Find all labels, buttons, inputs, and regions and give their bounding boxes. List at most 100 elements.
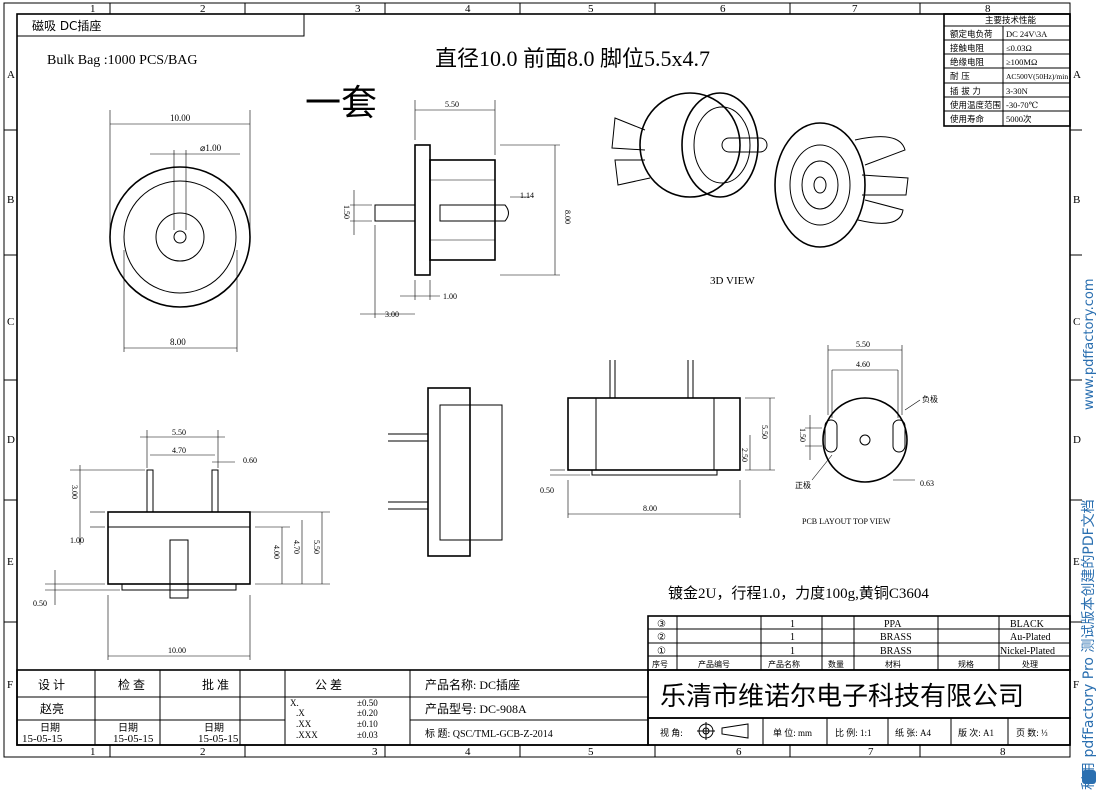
bom-rows-1-finish: Au-Plated	[1010, 632, 1051, 643]
grid-rows-4: E	[7, 556, 14, 568]
grid-columns-4: 5	[588, 3, 594, 15]
dims-side_h: 8.00	[563, 210, 572, 224]
footer-pages: 页 数: ⅓	[1016, 727, 1048, 738]
footer-revision: 版 次: A1	[958, 727, 994, 738]
titleblock-date_label: 日期	[118, 722, 138, 734]
dims-bl_550v: 5.50	[312, 540, 321, 554]
grid-rows-5: F	[1073, 679, 1079, 691]
grid-columns-1: 2	[200, 746, 206, 758]
dims-front_inner: 8.00	[170, 337, 186, 347]
bom-headers-5: 规格	[958, 659, 974, 669]
bom-headers-0: 序号	[652, 659, 668, 669]
specs-rows-6-k: 使用寿命	[950, 114, 985, 125]
bom-rows-0-no: ③	[657, 619, 666, 630]
specs-title: 主要技术性能	[985, 15, 1037, 26]
bom-headers-4: 材料	[885, 659, 901, 669]
bom-rows-2-mat: BRASS	[880, 646, 912, 657]
plating-note: 镀金2U，行程1.0，力度100g,黄铜C3604	[668, 585, 929, 602]
middle-view	[388, 387, 503, 557]
side-view: 5.50 8.00 1.14 1.50 1.00 3.00	[342, 100, 572, 319]
grid-rows-3: D	[1073, 434, 1081, 446]
header-pcb_view: PCB LAYOUT TOP VIEW	[802, 517, 891, 526]
header-view_3d: 3D VIEW	[710, 275, 755, 287]
dims-pcb_150: 1.50	[798, 428, 807, 442]
specs-rows-6-v: 5000次	[1006, 114, 1032, 124]
titleblock-date_label: 日期	[204, 722, 224, 734]
grid-columns-1: 2	[200, 3, 206, 15]
pcb-layout-view: 5.50 4.60 1.50 负极 0.63 正极 PCB LAYOUT TOP…	[795, 340, 938, 526]
specs-rows-3-v: AC500V(50Hz)/min	[1006, 72, 1068, 81]
right-view: 5.50 2.50 0.50 8.00	[540, 360, 775, 518]
grid-rows-0: A	[1073, 69, 1081, 81]
dims-bl_1000: 10.00	[168, 646, 186, 655]
dims-mr_250: 2.50	[740, 448, 749, 462]
titleblock-product_name: 产品名称: DC插座	[425, 677, 520, 692]
specs-rows-4-k: 插 拔 力	[950, 86, 981, 97]
titleblock-tol-0-k: X.	[290, 698, 299, 708]
outer-frame	[3, 2, 1071, 758]
bom-rows-2-no: ①	[657, 646, 666, 657]
dims-side_1: 1.00	[443, 292, 457, 301]
grid-columns-2: 3	[372, 746, 378, 758]
titleblock-date_label: 日期	[40, 722, 60, 734]
bom-rows-0-finish: BLACK	[1010, 619, 1045, 630]
dims-side_len: 5.50	[445, 100, 459, 109]
footer-unit: 单 位: mm	[773, 727, 812, 738]
grid-rows-4: E	[1073, 556, 1080, 568]
dims-pcb_460: 4.60	[856, 360, 870, 369]
company-name: 乐清市维诺尔电子科技有限公司	[660, 682, 1024, 712]
bom-rows-2-finish: Nickel-Plated	[1000, 646, 1055, 657]
dims-mr_800: 8.00	[643, 504, 657, 513]
titleblock-tol-3-v: ±0.03	[357, 730, 378, 740]
dims-side_pin: 1.14	[520, 191, 534, 200]
dims-bl_550: 5.50	[172, 428, 186, 437]
category-label: 磁吸 DC插座	[32, 18, 101, 33]
category-box	[16, 13, 305, 37]
titleblock-designer: 赵亮	[40, 701, 64, 716]
titleblock-tol-0-v: ±0.50	[357, 698, 378, 708]
grid-rows-5: F	[7, 679, 13, 691]
bottom-left-view: 5.50 4.70 0.60 3.00 1.00 4.00 4.70 5.50 …	[33, 428, 330, 660]
titleblock-title_no: 标 题: QSC/TML-GCB-Z-2014	[425, 728, 553, 740]
titleblock-tol-2-k: .XX	[296, 719, 312, 729]
front-view: 10.00 ⌀1.00 8.00	[109, 110, 251, 352]
titleblock-product_model: 产品型号: DC-908A	[425, 702, 527, 716]
grid-rows-2: C	[7, 316, 14, 328]
grid-rows-1: B	[7, 194, 14, 206]
titleblock-check: 检 查	[118, 677, 145, 692]
grid-columns-6: 7	[868, 746, 874, 758]
specs-rows-0-v: DC 24V\3A	[1006, 29, 1048, 39]
inner-frame	[16, 13, 1071, 746]
dims-bl_470v: 4.70	[292, 540, 301, 554]
grid-columns-4: 5	[588, 746, 594, 758]
specs-rows-0-k: 额定电负荷	[950, 29, 993, 40]
specs-rows-5-k: 使用温度范围	[950, 100, 1001, 111]
dims-bl_060: 0.60	[243, 456, 257, 465]
grid-rows-0: A	[7, 69, 15, 81]
specs-rows-3-k: 耐 压	[950, 71, 970, 82]
projection-symbol-icon	[697, 722, 749, 740]
grid-columns-3: 4	[465, 746, 471, 758]
specs-rows-5-v: -30-70℃	[1006, 100, 1038, 110]
company-block: 乐清市维诺尔电子科技有限公司 视 角: 单 位: mm 比 例: 1:1 纸 张…	[647, 669, 1071, 746]
dims-pcb_063: 0.63	[920, 479, 934, 488]
dims-side_3: 3.00	[385, 310, 399, 319]
grid-columns-7: 8	[1000, 746, 1006, 758]
titleblock-tol-3-k: .XXX	[296, 730, 318, 740]
set-label: 一套	[305, 83, 377, 124]
bom-headers-2: 产品名称	[768, 659, 800, 669]
dims-bl_100: 1.00	[70, 536, 84, 545]
grid-columns-5: 6	[736, 746, 742, 758]
specs-rows-4-v: 3-30N	[1006, 86, 1028, 96]
dims-bl_400: 4.00	[272, 545, 281, 559]
bom-rows-0-qty: 1	[790, 619, 795, 630]
bom-rows-1-no: ②	[657, 632, 666, 643]
dims-pcb_pos: 正极	[795, 480, 811, 490]
titleblock-date3: 15-05-15	[198, 733, 239, 745]
dims-side_pin_h: 1.50	[342, 205, 351, 219]
watermark_url: www.pdffactory.com	[1082, 278, 1097, 410]
grid-rows-1: B	[1073, 194, 1080, 206]
